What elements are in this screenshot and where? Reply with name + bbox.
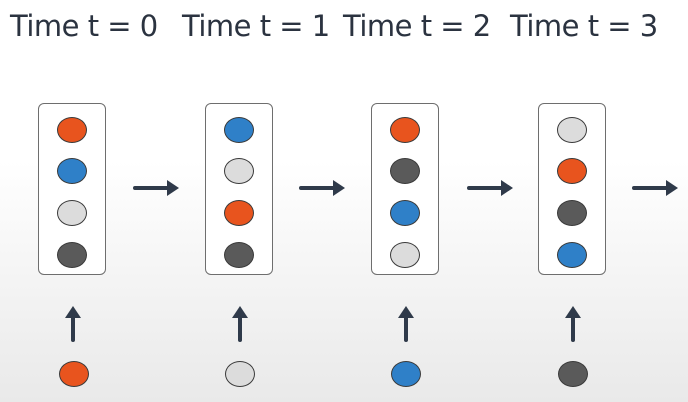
time-label-t3: Time t = 3 [510,9,658,43]
state-circle [390,158,420,184]
input-circle-t3 [558,361,588,387]
state-circle [224,117,254,143]
time-label-t1: Time t = 1 [182,9,330,43]
state-box-t2 [371,103,439,275]
state-circle [557,117,587,143]
up-arrow-icon [565,306,581,342]
right-arrow-icon [299,180,345,196]
input-circle-t1 [225,361,255,387]
state-circle [57,158,87,184]
state-circle [557,158,587,184]
state-circle [57,242,87,268]
state-circle [57,117,87,143]
state-circle [224,242,254,268]
up-arrow-icon [398,306,414,342]
state-box-t3 [538,103,606,275]
right-arrow-icon [467,180,513,196]
state-circle [557,200,587,226]
state-circle [390,242,420,268]
time-label-t2: Time t = 2 [343,9,491,43]
state-circle [390,200,420,226]
state-circle [57,200,87,226]
right-arrow-icon [133,180,179,196]
up-arrow-icon [232,306,248,342]
state-box-t1 [205,103,273,275]
state-box-t0 [38,103,106,275]
input-circle-t2 [391,361,421,387]
right-arrow-icon [632,180,678,196]
up-arrow-icon [65,306,81,342]
state-circle [224,158,254,184]
time-label-t0: Time t = 0 [10,9,158,43]
input-circle-t0 [59,361,89,387]
state-circle [557,242,587,268]
state-circle [224,200,254,226]
state-circle [390,117,420,143]
